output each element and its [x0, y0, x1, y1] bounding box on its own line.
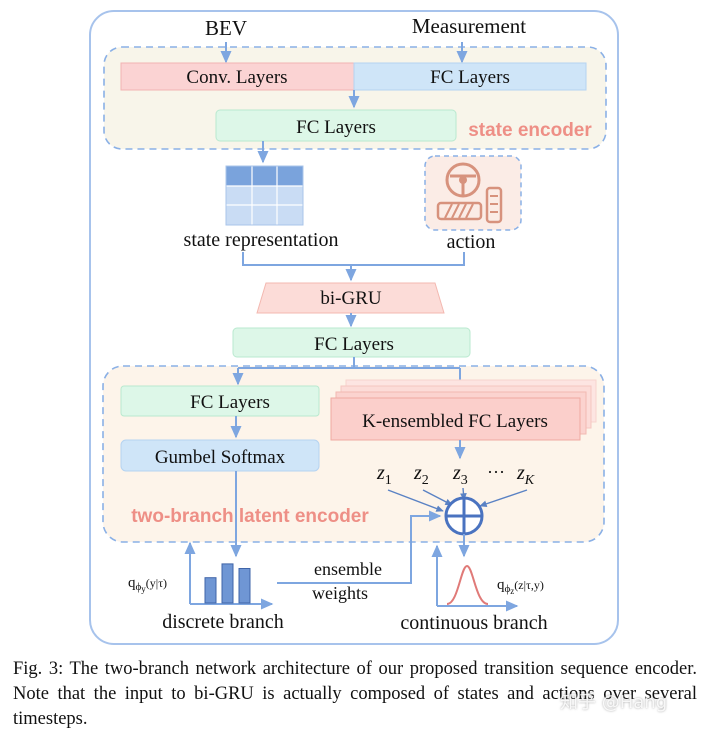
discrete-bar [204, 577, 217, 604]
z1-label: z1 [376, 462, 392, 488]
latent-fc-layers-box [120, 385, 320, 417]
discrete-bar [238, 568, 251, 604]
discrete-q-label: qϕy(y|τ) [128, 575, 167, 594]
discrete-chart [184, 541, 274, 610]
action-icon [424, 155, 522, 231]
continuous-q-label: qϕz(z|τ,y) [497, 577, 544, 596]
conv-layers-label: Conv. Layers [186, 67, 287, 88]
gumbel-softmax-box [120, 439, 320, 472]
ensemble-weights-line2: weights [312, 583, 368, 603]
z-labels: z1 z2 z3 ··· zK [376, 462, 535, 488]
measurement-label: Measurement [412, 14, 526, 38]
k-ensembled-label: K-ensembled FC Layers [362, 411, 548, 432]
bigru-label: bi-GRU [320, 288, 382, 309]
bigru-box [256, 282, 445, 314]
fc-layers-merge-box [215, 109, 457, 142]
ensemble-weights-line1: ensemble [314, 559, 382, 579]
state-representation-grid [225, 165, 304, 226]
fc-layers-right-box [353, 62, 587, 91]
figure-caption: Fig. 3: The two-branch network architect… [13, 657, 697, 732]
caption-text: The two-branch network architecture of o… [13, 659, 697, 729]
discrete-branch-label: discrete branch [162, 611, 284, 633]
gumbel-softmax-label: Gumbel Softmax [155, 447, 286, 468]
split-lines [237, 357, 461, 384]
gaussian-curve [446, 564, 489, 605]
z2-label: z2 [413, 462, 429, 488]
conv-layers-box [120, 62, 355, 91]
architecture-diagram: BEV Measurement Conv. Layers FC Layers F… [89, 10, 619, 645]
discrete-bar [221, 563, 234, 604]
ensemble-weights-arrow [277, 510, 442, 584]
latent-fc-layers-label: FC Layers [190, 392, 270, 413]
z-to-sum-arrows [387, 487, 528, 512]
state-encoder-label: state encoder [468, 120, 592, 141]
bev-label: BEV [205, 16, 247, 40]
figure-number: Fig. 3: [13, 659, 64, 679]
fc-layers-merge-label: FC Layers [296, 117, 376, 138]
outer-frame [89, 10, 619, 645]
fc-layers-after-gru-box [232, 327, 471, 358]
fc-layers-after-gru-label: FC Layers [314, 334, 394, 355]
state-representation-label: state representation [184, 229, 339, 251]
zk-label: zK [516, 462, 535, 488]
latent-encoder-label: two-branch latent encoder [131, 506, 369, 527]
z-ellipsis: ··· [487, 462, 505, 482]
continuous-chart [431, 544, 519, 612]
watermark: 知乎 @Hang [560, 692, 668, 713]
fc-layers-right-label: FC Layers [430, 67, 510, 88]
z3-label: z3 [452, 462, 468, 488]
sum-icon [444, 496, 484, 536]
continuous-branch-label: continuous branch [400, 612, 547, 634]
action-label: action [447, 231, 496, 253]
merge-to-gru-line [242, 252, 465, 266]
k-ensembled-stack [330, 379, 597, 441]
